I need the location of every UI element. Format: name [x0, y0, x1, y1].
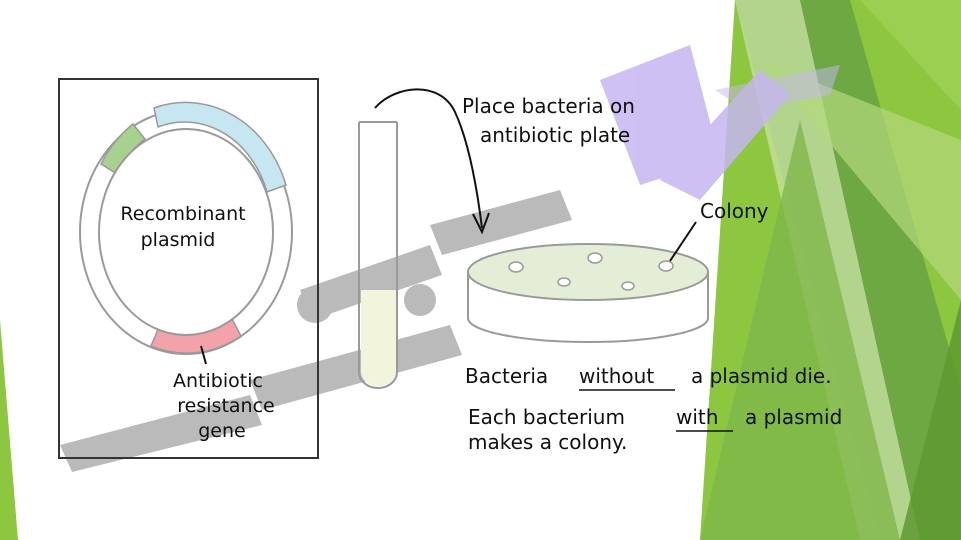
gene-label-line2: resistance [177, 395, 274, 417]
plate-top [467, 243, 709, 301]
theme-decoration-right [700, 0, 961, 540]
caption1-emphasis: without [579, 364, 654, 388]
tube-liquid [361, 290, 396, 387]
petri-plate [467, 243, 709, 343]
caption-2: Each bacterium with a plasmid makes a co… [468, 405, 842, 454]
colony-pointer-line [669, 221, 697, 262]
plasmid-frame [58, 78, 319, 459]
colony-label: Colony [700, 199, 769, 223]
plasmid-label-line1: Recombinant [120, 203, 245, 225]
caption2-line2: makes a colony. [468, 430, 627, 454]
tube-outline [358, 122, 398, 389]
plasmid-segment-blue [153, 101, 287, 193]
caption1-part2: a plasmid die. [691, 364, 832, 388]
watermark-purple [600, 45, 840, 200]
theme-decoration-left [0, 320, 18, 540]
gene-label-line3: gene [198, 420, 245, 442]
caption2-part1: Each bacterium [468, 405, 625, 429]
caption2-part2: a plasmid [745, 405, 842, 429]
plasmid-label-line2: plasmid [141, 229, 216, 251]
colony [658, 260, 674, 272]
step-label-line2: antibiotic plate [480, 123, 630, 147]
watermark-gray [60, 190, 572, 472]
test-tube [358, 121, 398, 389]
colony [508, 261, 524, 273]
colony [621, 281, 635, 291]
plasmid-panel: Recombinant plasmid Antibiotic resistanc… [58, 78, 319, 459]
plasmid-ring-inner [98, 128, 274, 336]
gene-pointer-line [200, 345, 207, 365]
caption1-part1: Bacteria [465, 364, 548, 388]
colony [557, 277, 571, 287]
caption-1: Bacteria without a plasmid die. [465, 364, 832, 391]
transfer-arrow [374, 88, 490, 235]
step-label-line1: Place bacteria on [462, 94, 635, 118]
colony [587, 252, 603, 264]
gene-label-line1: Antibiotic [173, 370, 263, 392]
caption2-emphasis: with [676, 405, 718, 429]
